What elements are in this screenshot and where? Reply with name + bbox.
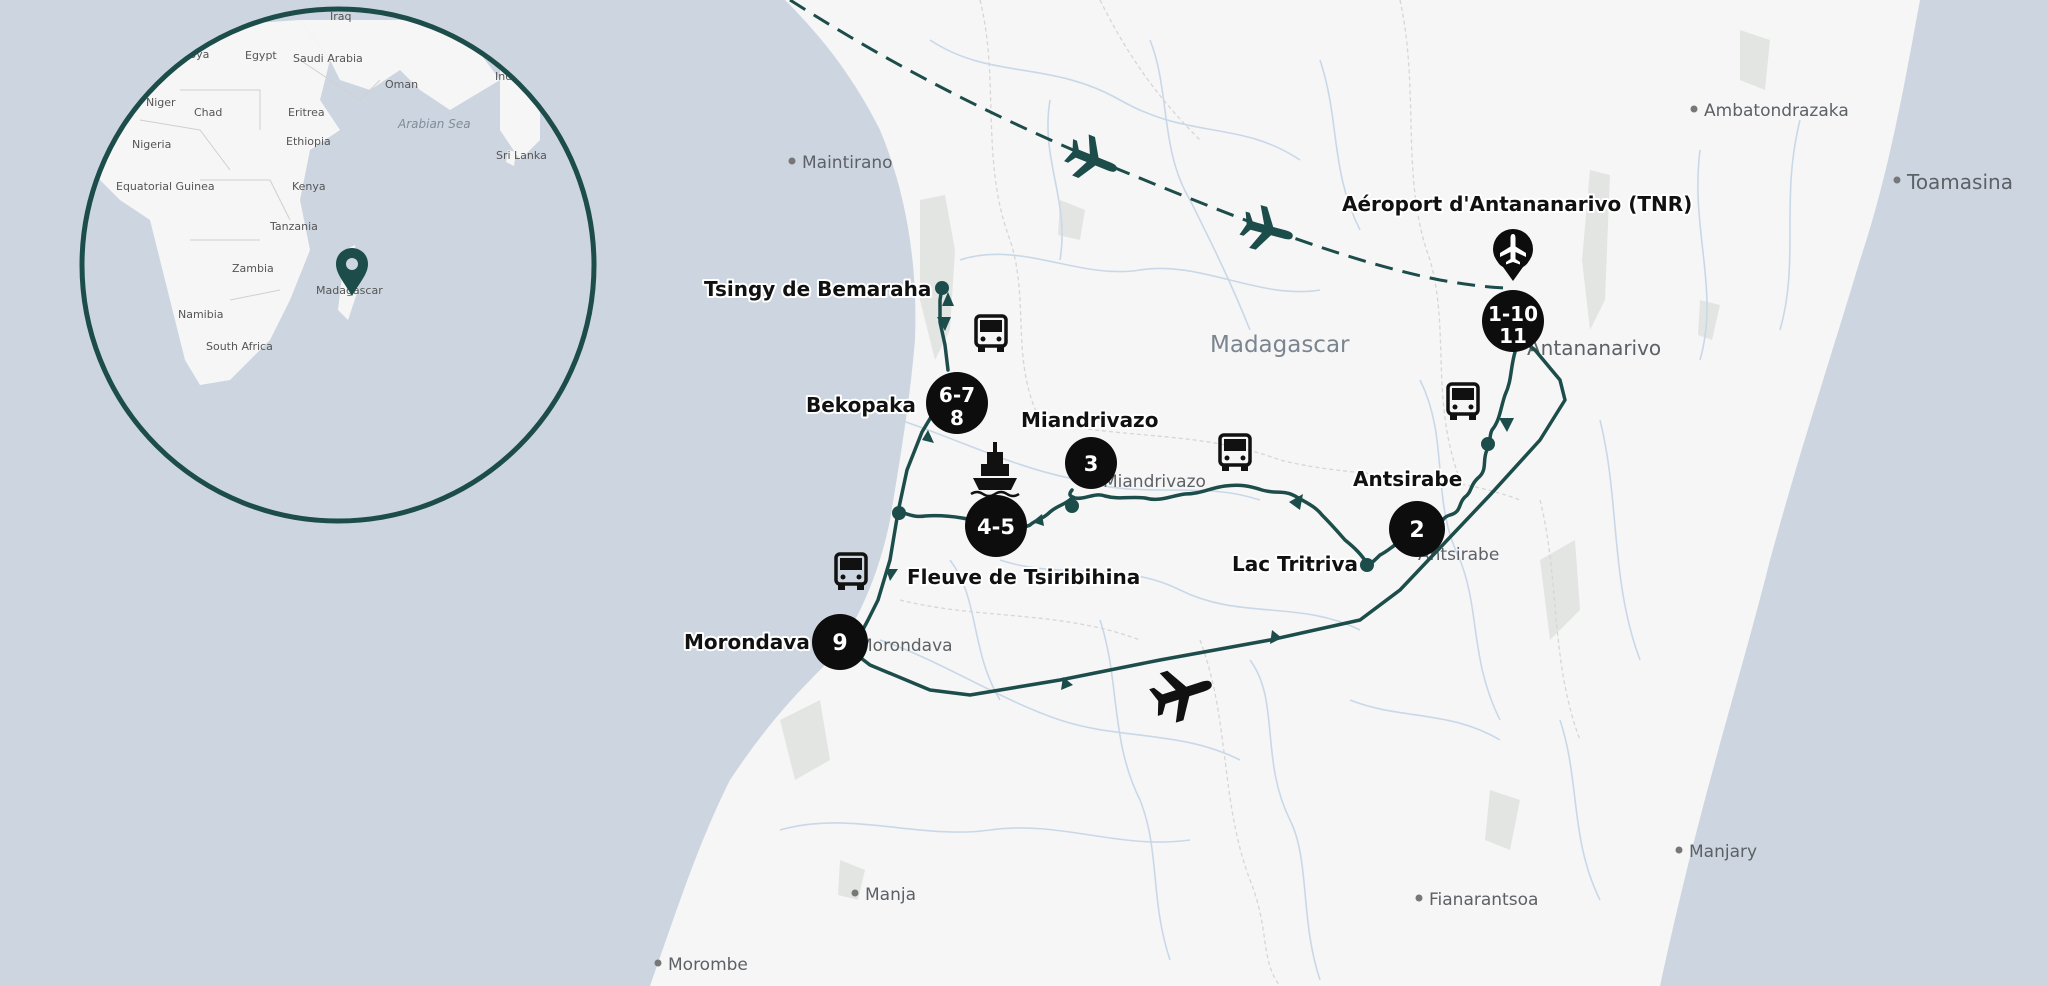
label-tsingy: Tsingy de Bemaraha [704,277,931,301]
label-bekopaka: Bekopaka [806,393,916,417]
inset-country-label: Iraq [330,10,352,23]
inset-country-label: Tanzania [269,220,318,233]
day-badges: 1-10 11 6-7 8 3 4-5 2 9 [812,290,1544,670]
inset-country-label: South Africa [206,340,273,353]
city-ambatondrazaka: Ambatondrazaka [1704,101,1849,121]
dot-lac-tritriva[interactable] [1360,558,1374,572]
dot-tsingy[interactable] [935,281,949,295]
badge-text: 4-5 [977,515,1015,539]
inset-country-label: Saudi Arabia [293,52,363,65]
inset-country-label: Zambia [232,262,274,275]
city-manjary: Manjary [1689,842,1757,862]
inset-country-label: Eritrea [288,106,325,119]
label-tsiribihina: Fleuve de Tsiribihina [907,565,1140,589]
label-airport: Aéroport d'Antananarivo (TNR) [1342,192,1692,216]
inset-sea-label: Arabian Sea [397,117,471,131]
city-toamasina: Toamasina [1906,170,2013,194]
city-fianarantsoa: Fianarantsoa [1429,890,1538,910]
dot-miandrivazo[interactable] [1065,499,1079,513]
inset-country-label: Equatorial Guinea [116,180,215,193]
badge-text: 9 [832,631,847,656]
badge-tsiribihina[interactable]: 4-5 [965,495,1027,557]
inset-country-label: Sri Lanka [496,149,547,162]
badge-morondava[interactable]: 9 [812,614,868,670]
terrain-lines [779,0,1801,986]
city-miandrivazo: Miandrivazo [1103,472,1206,492]
city-antananarivo: Antananarivo [1527,336,1661,360]
dot-antsirabe[interactable] [1481,437,1495,451]
inset-country-label: Nigeria [132,138,171,151]
country-label: Madagascar [1210,332,1350,358]
label-antsirabe: Antsirabe [1353,467,1462,491]
inset-globe: Iraq Libya Egypt Saudi Arabia Oman India… [79,6,597,524]
badge-line2: 11 [1499,324,1527,348]
badge-antananarivo[interactable]: 1-10 11 [1482,290,1544,352]
badge-text: 2 [1409,518,1424,543]
city-morombe: Morombe [668,955,748,975]
stop-dots [892,281,1495,572]
inset-country-label: Ethiopia [286,135,331,148]
inset-country-label: Kenya [292,180,326,193]
transport-icons [834,129,1480,728]
inset-country-label: Oman [385,78,418,91]
badge-text: 3 [1084,452,1099,476]
city-manja: Manja [865,885,916,905]
route-arrows [886,292,1514,690]
badge-antsirabe[interactable]: 2 [1389,501,1445,557]
inset-country-label: Niger [146,96,176,109]
inset-country-label: Egypt [245,49,277,62]
badge-line1: 6-7 [939,383,975,407]
boat-icon [970,442,1020,498]
city-labels: Ambatondrazaka Maintirano Toamasina Anta… [654,101,2013,975]
city-maintirano: Maintirano [802,153,893,173]
inset-country-label: Namibia [178,308,224,321]
label-morondava: Morondava [684,630,810,654]
airplane-pin-icon[interactable] [1493,229,1533,281]
label-lac-tritriva: Lac Tritriva [1232,552,1358,576]
badge-miandrivazo[interactable]: 3 [1065,437,1117,489]
international-flight-path [789,0,1511,290]
stop-labels: Aéroport d'Antananarivo (TNR) Tsingy de … [682,190,1694,656]
location-pin-icon [336,248,368,296]
badge-bekopaka[interactable]: 6-7 8 [926,372,988,434]
dot-tsiribihina[interactable] [892,506,906,520]
badge-line2: 8 [950,406,964,430]
city-morondava: Morondava [858,636,953,656]
inset-country-label: Chad [194,106,222,119]
badge-line1: 1-10 [1488,302,1538,326]
label-miandrivazo: Miandrivazo [1021,408,1158,432]
inset-border [79,6,597,524]
